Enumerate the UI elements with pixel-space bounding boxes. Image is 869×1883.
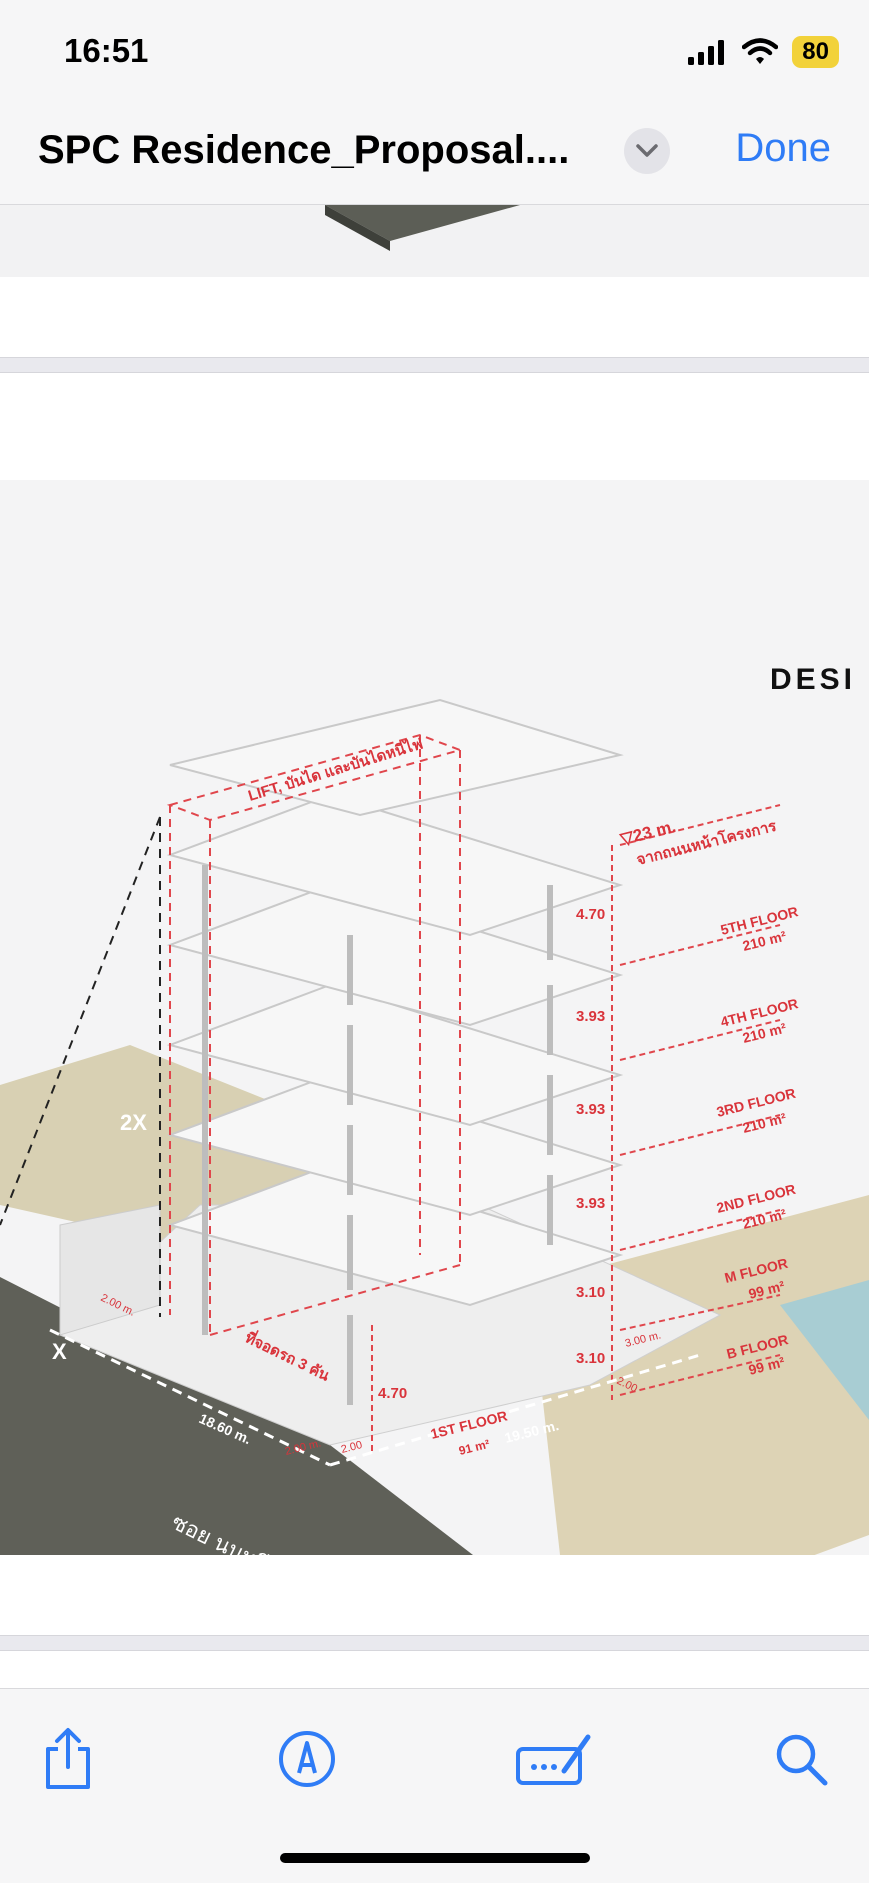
floor-name-5th: 5TH FLOOR bbox=[719, 903, 800, 938]
ground-height: 4.70 bbox=[378, 1385, 407, 1402]
setback-b: 2.00 bbox=[340, 1439, 364, 1456]
status-icons: 80 bbox=[688, 36, 839, 68]
vertical-dimension bbox=[371, 804, 781, 1455]
clock: 16:51 bbox=[64, 32, 149, 69]
isometric-building-drawing: LIFT, บันได และบันไดหนีไฟ ▽23 m. จากถนนห… bbox=[0, 698, 869, 1555]
columns bbox=[202, 865, 553, 1405]
fill-sign-button[interactable] bbox=[512, 1724, 596, 1794]
share-button[interactable] bbox=[33, 1724, 103, 1794]
page-separator bbox=[0, 1635, 869, 1651]
status-bar: 16:51 80 bbox=[0, 0, 869, 100]
floor-height-6: 3.10 bbox=[576, 1350, 605, 1367]
previous-page bbox=[0, 205, 869, 277]
cellular-signal-icon bbox=[688, 40, 725, 65]
floor-height-4: 3.93 bbox=[576, 1195, 605, 1212]
dimension-2x: 2X bbox=[120, 1110, 147, 1135]
home-indicator[interactable] bbox=[280, 1853, 590, 1863]
navigation-bar: SPC Residence_Proposal.... Done bbox=[0, 100, 869, 205]
battery-indicator: 80 bbox=[792, 36, 839, 68]
dimension-x: X bbox=[52, 1339, 67, 1364]
bottom-toolbar bbox=[0, 1688, 869, 1883]
floor-height-5: 3.10 bbox=[576, 1284, 605, 1301]
floor-height-2: 3.93 bbox=[576, 1008, 605, 1025]
previous-page-drawing bbox=[325, 205, 520, 251]
document-title[interactable]: SPC Residence_Proposal.... bbox=[38, 128, 570, 172]
drawing-page: LIFT, บันได และบันไดหนีไฟ ▽23 m. จากถนนห… bbox=[0, 480, 869, 1555]
wifi-icon bbox=[742, 38, 779, 64]
markup-button[interactable] bbox=[272, 1724, 342, 1794]
floor-slabs bbox=[166, 698, 624, 1307]
canal bbox=[780, 1280, 869, 1420]
document-viewer[interactable]: LIFT, บันได และบันไดหนีไฟ ▽23 m. จากถนนห… bbox=[0, 205, 869, 1687]
chevron-down-icon bbox=[636, 144, 658, 157]
done-button[interactable]: Done bbox=[735, 126, 831, 170]
floor-area-3rd: 210 m² bbox=[741, 1110, 788, 1136]
signature-icon bbox=[516, 1734, 591, 1785]
search-icon bbox=[776, 1734, 828, 1786]
markup-pen-icon bbox=[279, 1731, 335, 1787]
floor-height-3: 3.93 bbox=[576, 1101, 605, 1118]
height-guide bbox=[0, 816, 161, 1317]
title-menu-button[interactable] bbox=[624, 128, 670, 174]
share-icon bbox=[46, 1728, 90, 1789]
floor-height-1: 4.70 bbox=[576, 906, 605, 923]
lift-core-outline bbox=[166, 733, 464, 1336]
page-separator bbox=[0, 357, 869, 373]
first-floor-area: 91 m² bbox=[457, 1437, 491, 1458]
search-button[interactable] bbox=[766, 1724, 836, 1794]
page-heading-fragment: DESI bbox=[770, 663, 857, 696]
